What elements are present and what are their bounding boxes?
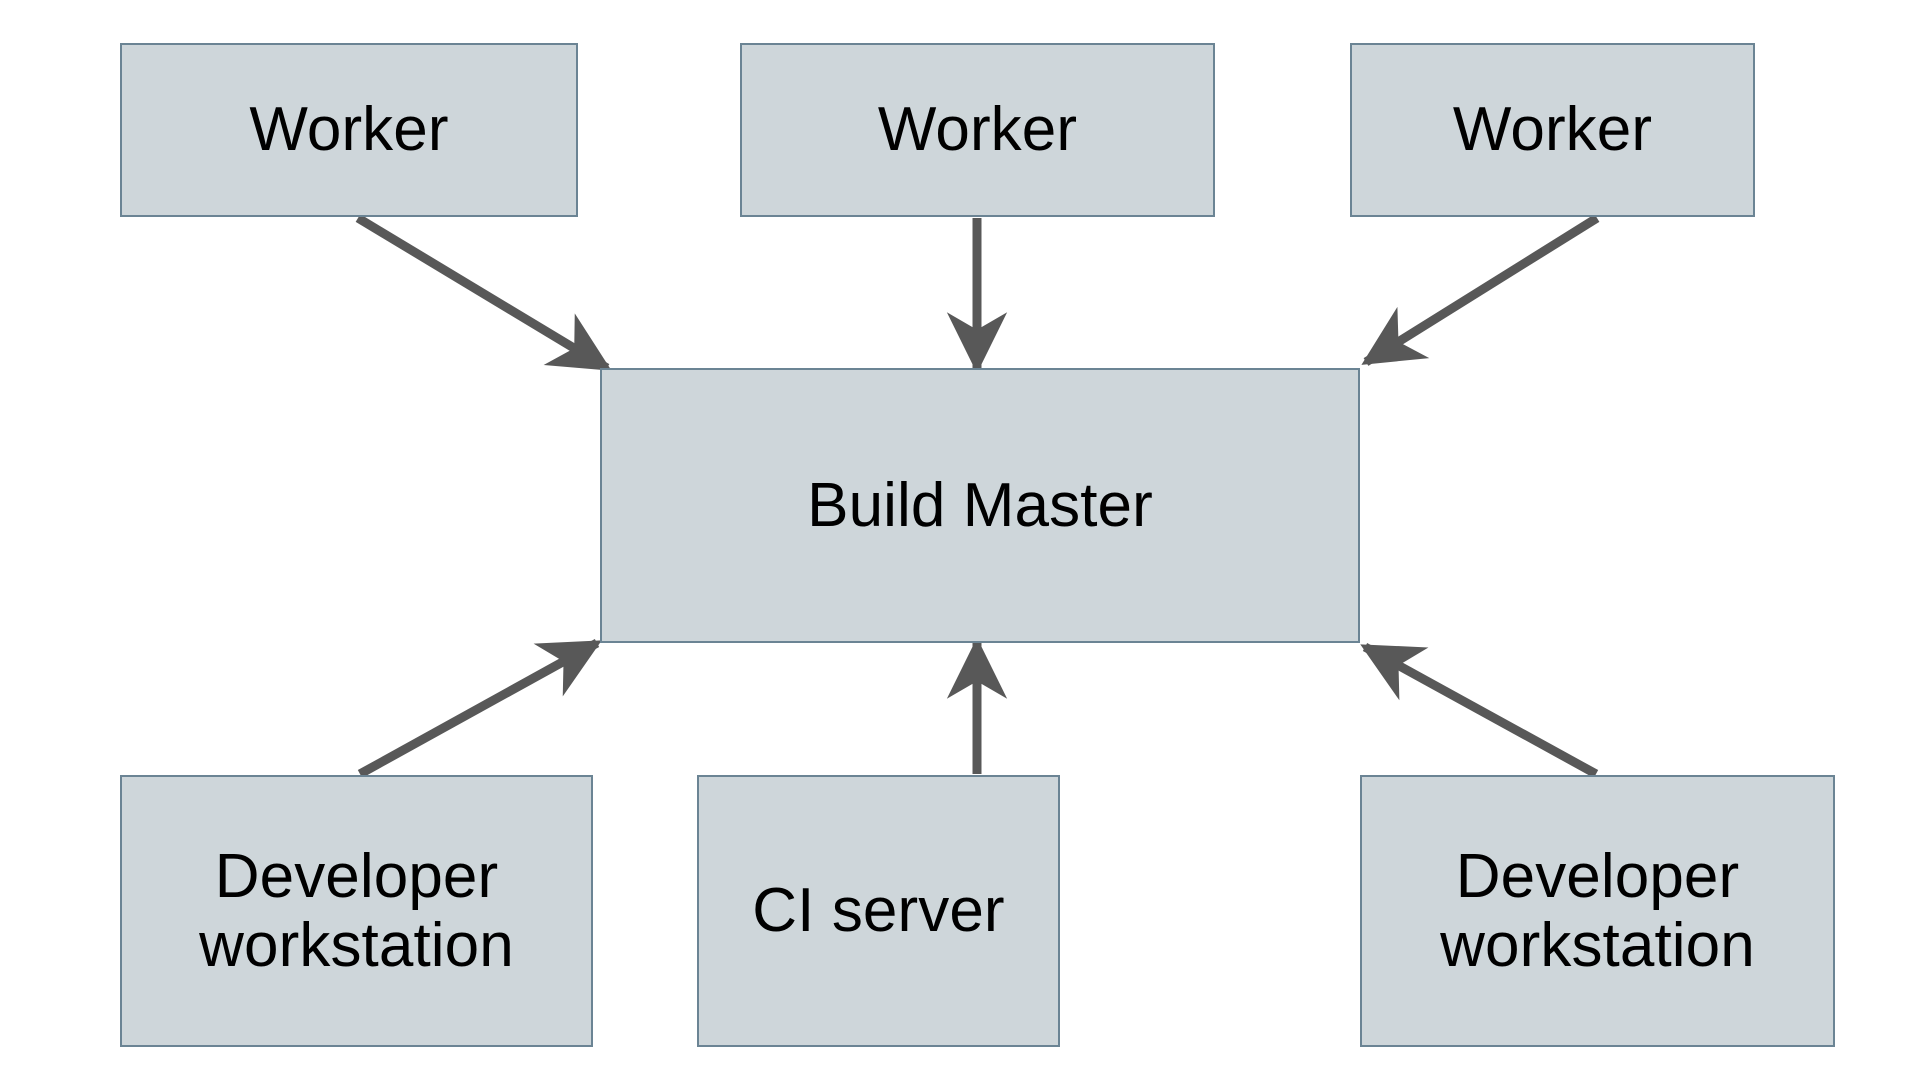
node-label-worker-right: Worker — [1452, 95, 1653, 165]
edge-dev-left-to-build-master — [357, 639, 602, 778]
node-label-worker-left: Worker — [249, 95, 449, 165]
node-developer-workstation-right[interactable]: Developer workstation — [1360, 775, 1835, 1047]
node-worker-right[interactable]: Worker — [1350, 43, 1755, 217]
node-worker-left[interactable]: Worker — [120, 43, 578, 217]
edge-dev-right-to-build-master — [1360, 643, 1599, 778]
node-label-developer-workstation-left: Developer workstation — [199, 841, 514, 980]
node-label-build-master: Build Master — [807, 470, 1153, 540]
edge-worker-right-to-build-master — [1361, 214, 1600, 366]
node-label-worker-center: Worker — [877, 95, 1078, 165]
node-build-master[interactable]: Build Master — [600, 368, 1360, 643]
edge-worker-left-to-build-master — [355, 214, 612, 372]
node-label-ci-server: CI server — [752, 876, 1005, 946]
node-label-developer-workstation-right: Developer workstation — [1440, 841, 1755, 980]
node-worker-center[interactable]: Worker — [740, 43, 1215, 217]
node-developer-workstation-left[interactable]: Developer workstation — [120, 775, 593, 1047]
node-ci-server[interactable]: CI server — [697, 775, 1060, 1047]
